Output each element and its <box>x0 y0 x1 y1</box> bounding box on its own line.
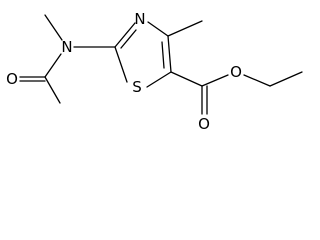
bond-c4-c5-inner <box>161 41 165 69</box>
bond-nmethyl <box>44 14 63 41</box>
bond-s1-c2 <box>114 46 128 83</box>
bond-ester-co-single <box>201 74 229 87</box>
bond-c5-ester <box>170 71 203 87</box>
bond-c2-n3 <box>114 22 136 48</box>
chemical-structure-drawing: N O N S O O <box>6 10 303 133</box>
bond-c2-n3-inner <box>120 29 137 49</box>
atom-n-amide: N <box>61 38 72 56</box>
atom-o-ester-carbonyl: O <box>198 115 210 133</box>
bond-c4-methyl <box>167 20 203 37</box>
atom-s-ring: S <box>132 78 142 96</box>
atom-label-layer: N O N S O O <box>6 10 242 133</box>
atom-o-acetyl: O <box>6 70 18 88</box>
molecule-canvas: N O N S O O <box>6 10 303 133</box>
bond-o-ch2 <box>243 74 271 87</box>
bond-c4-c5 <box>167 35 172 73</box>
bond-acetyl-methyl <box>44 76 61 104</box>
bond-ch2-ch3 <box>269 71 303 87</box>
bond-n3-c4 <box>147 21 169 37</box>
bond-n-acetyl <box>44 53 62 78</box>
atom-n-ring: N <box>134 10 145 28</box>
bond-layer <box>19 14 303 115</box>
atom-o-ester-ether: O <box>230 63 242 81</box>
bond-c5-s1 <box>146 71 172 88</box>
